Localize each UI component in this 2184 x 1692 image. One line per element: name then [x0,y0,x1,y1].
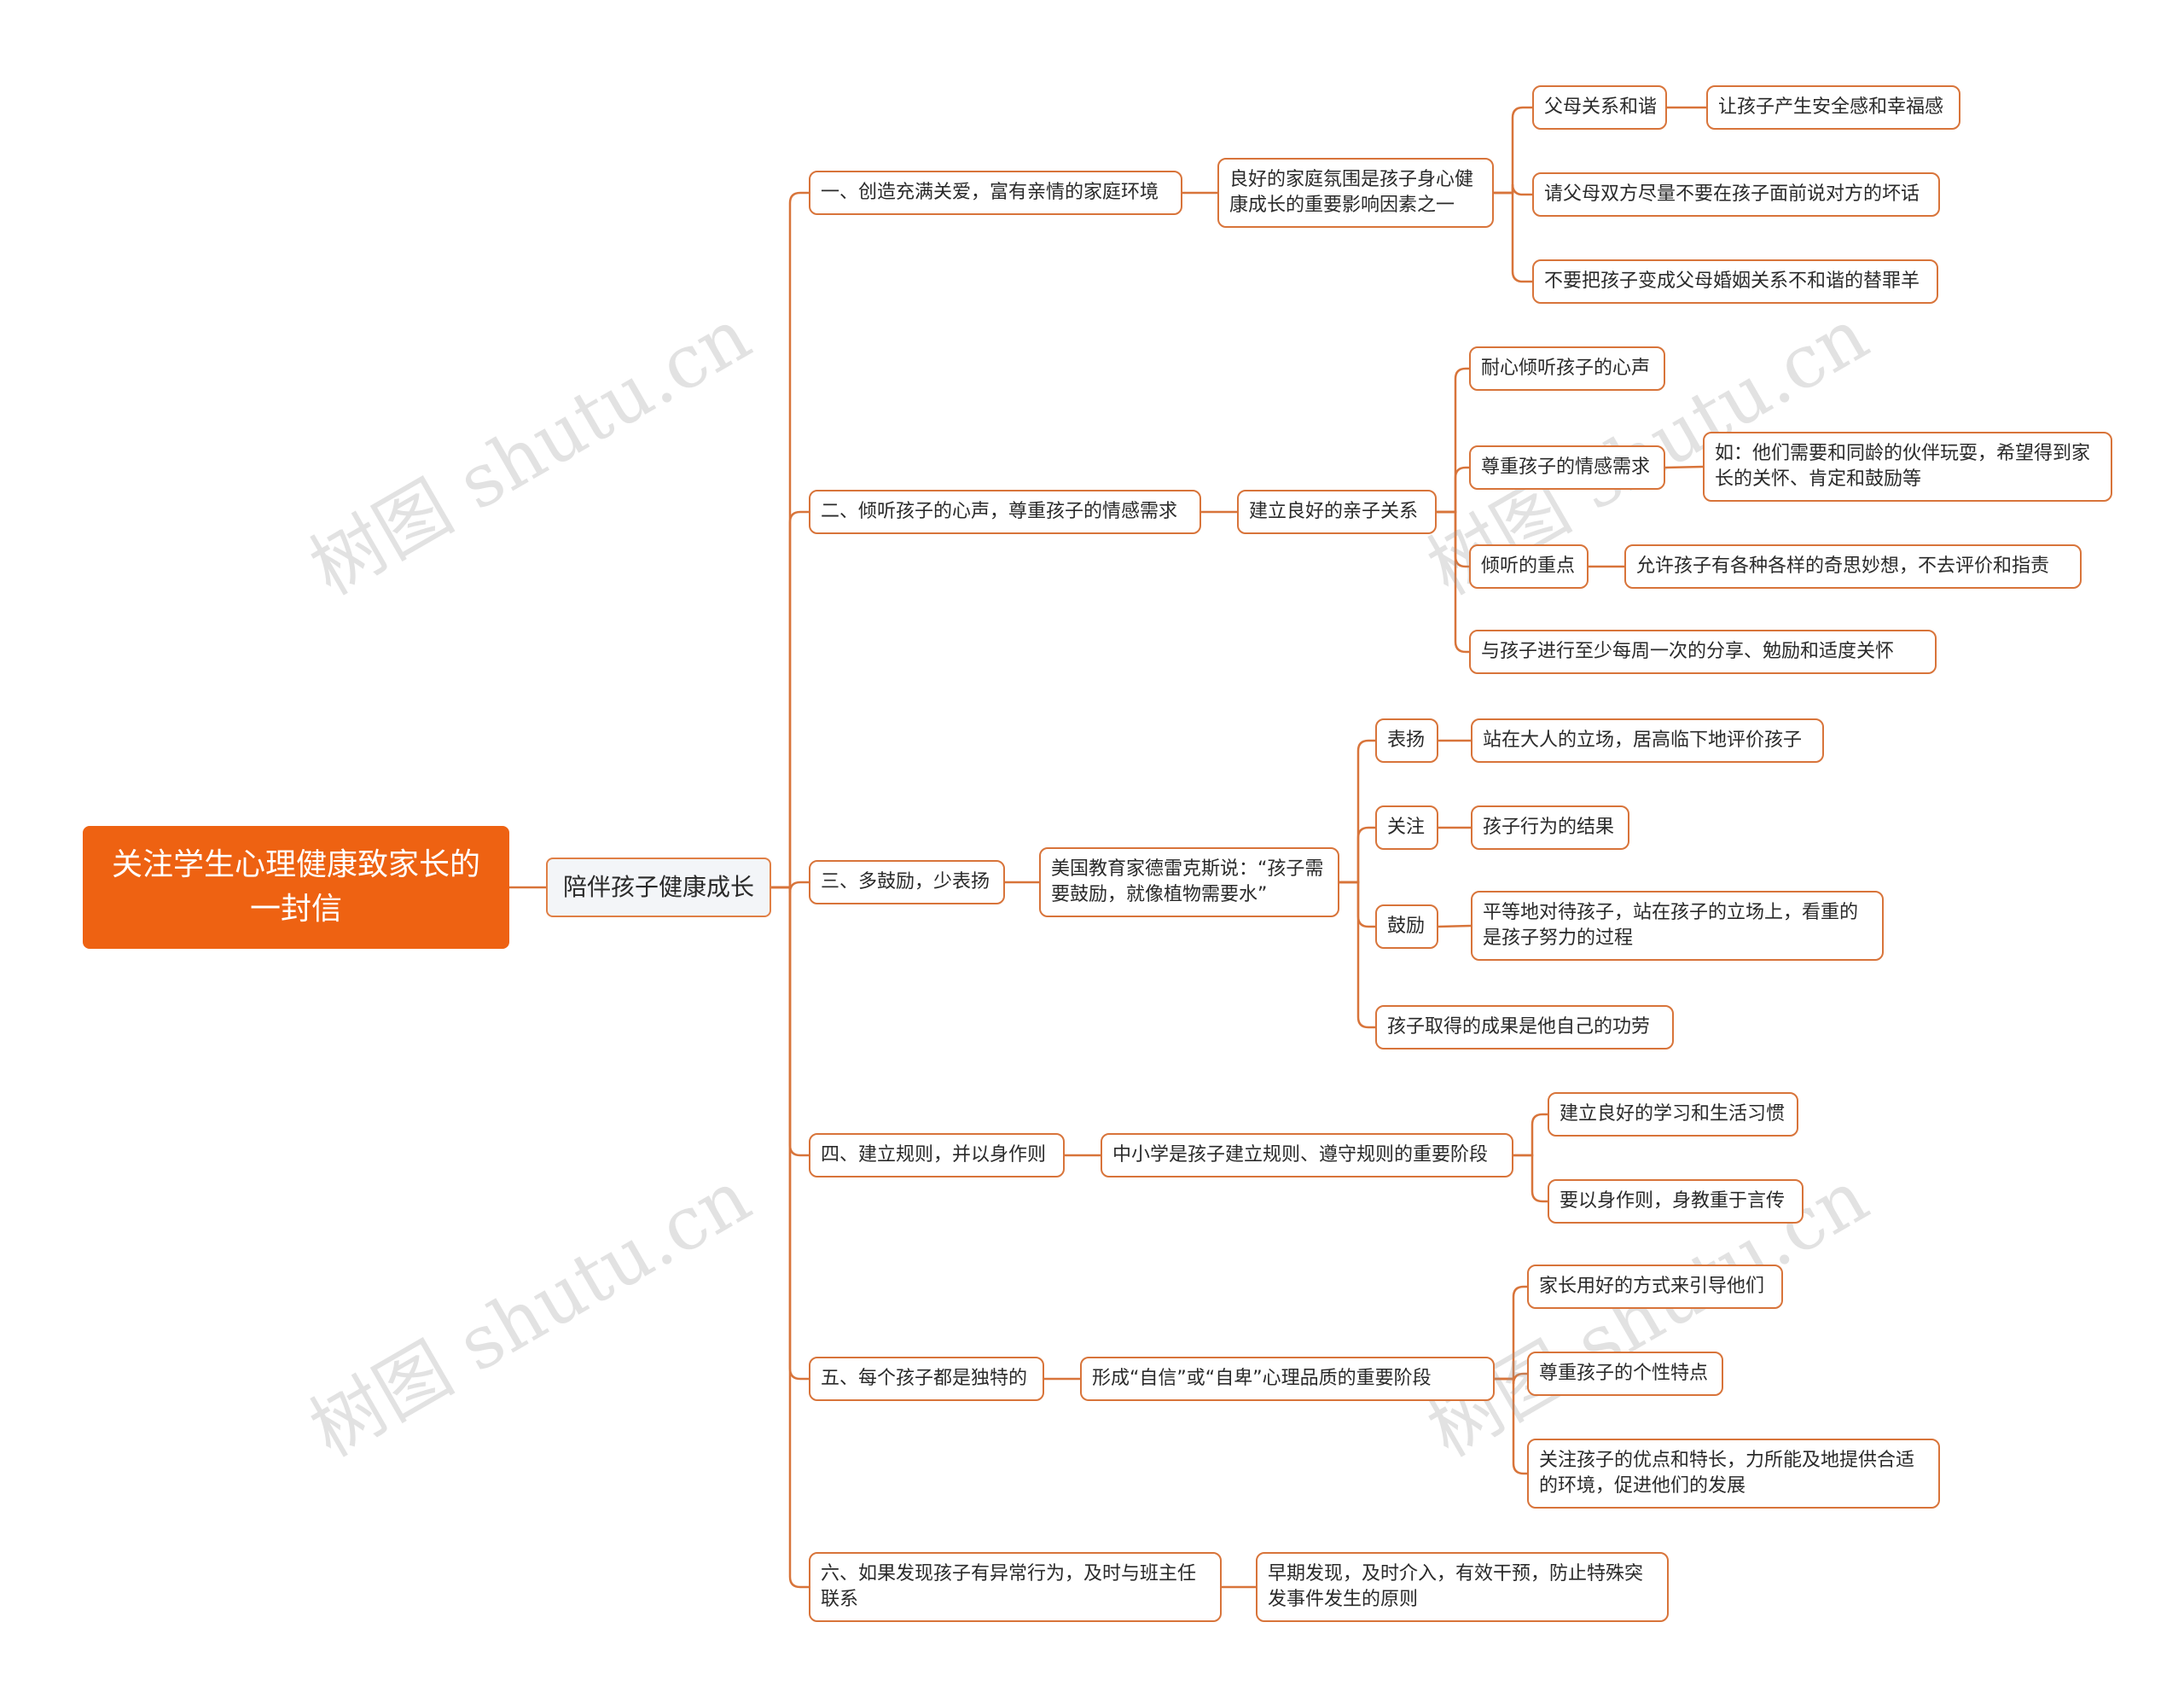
branch-3-item-3-detail[interactable]: 平等地对待孩子，站在孩子的立场上，看重的是孩子努力的过程 [1471,891,1884,961]
connector-branch-1-item-2 [1494,183,1532,196]
branch-3-item-1[interactable]: 表扬 [1375,718,1438,763]
connector-branch-1 [771,191,809,889]
branch-5-item-1[interactable]: 家长用好的方式来引导他们 [1527,1265,1783,1309]
connector-branch-3-item-2 [1339,826,1375,884]
branch-1-item-1[interactable]: 父母关系和谐 [1532,85,1667,130]
branch-3-item-2[interactable]: 关注 [1375,805,1438,850]
connector-branch-2-item-4 [1437,510,1469,654]
branch-5[interactable]: 五、每个孩子都是独特的 [809,1357,1044,1401]
branch-1-item-2[interactable]: 请父母双方尽量不要在孩子面前说对方的坏话 [1532,172,1940,217]
branch-4-topic[interactable]: 中小学是孩子建立规则、遵守规则的重要阶段 [1101,1133,1513,1177]
branch-1-item-3[interactable]: 不要把孩子变成父母婚姻关系不和谐的替罪羊 [1532,259,1938,304]
connector-branch-5-item-3 [1495,1377,1527,1475]
branch-2-item-1[interactable]: 耐心倾听孩子的心声 [1469,346,1665,391]
branch-2-item-2[interactable]: 尊重孩子的情感需求 [1469,445,1665,490]
connector-branch-1-item-1 [1494,106,1532,195]
root-topic[interactable]: 关注学生心理健康致家长的一封信 [83,826,509,949]
connector-branch-3-item-3-detail [1438,924,1472,928]
branch-5-topic[interactable]: 形成“自信”或“自卑”心理品质的重要阶段 [1080,1357,1495,1401]
connector-branch-3-item-1 [1339,739,1375,884]
branch-5-item-3[interactable]: 关注孩子的优点和特长，力所能及地提供合适的环境，促进他们的发展 [1527,1439,1940,1509]
connector-branch-4-item-1 [1513,1113,1548,1157]
branch-6-topic[interactable]: 早期发现，及时介入，有效干预，防止特殊突发事件发生的原则 [1256,1552,1669,1622]
connector-branch-2-item-3 [1437,510,1469,568]
connector-branch-3-item-4 [1339,881,1375,1029]
branch-2[interactable]: 二、倾听孩子的心声，尊重孩子的情感需求 [809,490,1201,534]
central-topic[interactable]: 陪伴孩子健康成长 [546,858,771,917]
branch-3-item-3[interactable]: 鼓励 [1375,904,1438,949]
connector-branch-1-item-3 [1494,191,1532,283]
branch-1-topic[interactable]: 良好的家庭氛围是孩子身心健康成长的重要影响因素之一 [1217,158,1494,228]
connector-branch-2-item-1 [1437,367,1469,514]
branch-4-item-1[interactable]: 建立良好的学习和生活习惯 [1548,1092,1798,1137]
branch-4-item-2[interactable]: 要以身作则，身教重于言传 [1548,1179,1804,1224]
branch-3-topic[interactable]: 美国教育家德雷克斯说：“孩子需要鼓励，就像植物需要水” [1039,847,1339,917]
branch-1[interactable]: 一、创造充满关爱，富有亲情的家庭环境 [809,171,1182,215]
connector-branch-6 [771,886,809,1589]
branch-3-item-1-detail[interactable]: 站在大人的立场，居高临下地评价孩子 [1471,718,1824,763]
connector-branch-4-item-2 [1513,1154,1548,1203]
connector-branch-2 [771,510,809,889]
branch-2-item-4[interactable]: 与孩子进行至少每周一次的分享、勉励和适度关怀 [1469,630,1937,674]
branch-2-item-3[interactable]: 倾听的重点 [1469,544,1589,589]
branch-2-item-2-detail[interactable]: 如：他们需要和同龄的伙伴玩耍，希望得到家长的关怀、肯定和鼓励等 [1703,432,2112,502]
branch-1-item-1-detail[interactable]: 让孩子产生安全感和幸福感 [1706,85,1960,130]
branch-3-item-4[interactable]: 孩子取得的成果是他自己的功劳 [1375,1005,1674,1050]
connector-branch-2-item-2 [1437,466,1469,514]
branch-3[interactable]: 三、多鼓励，少表扬 [809,860,1005,904]
branch-6[interactable]: 六、如果发现孩子有异常行为，及时与班主任联系 [809,1552,1222,1622]
connector-branch-2-item-2-detail [1664,465,1704,469]
branch-3-item-2-detail[interactable]: 孩子行为的结果 [1471,805,1629,850]
branch-2-item-3-detail[interactable]: 允许孩子有各种各样的奇思妙想，不去评价和指责 [1624,544,2082,589]
branch-4[interactable]: 四、建立规则，并以身作则 [809,1133,1065,1177]
branch-2-topic[interactable]: 建立良好的亲子关系 [1237,490,1437,534]
branch-5-item-2[interactable]: 尊重孩子的个性特点 [1527,1352,1723,1396]
connector-branch-5-item-1 [1495,1285,1527,1381]
